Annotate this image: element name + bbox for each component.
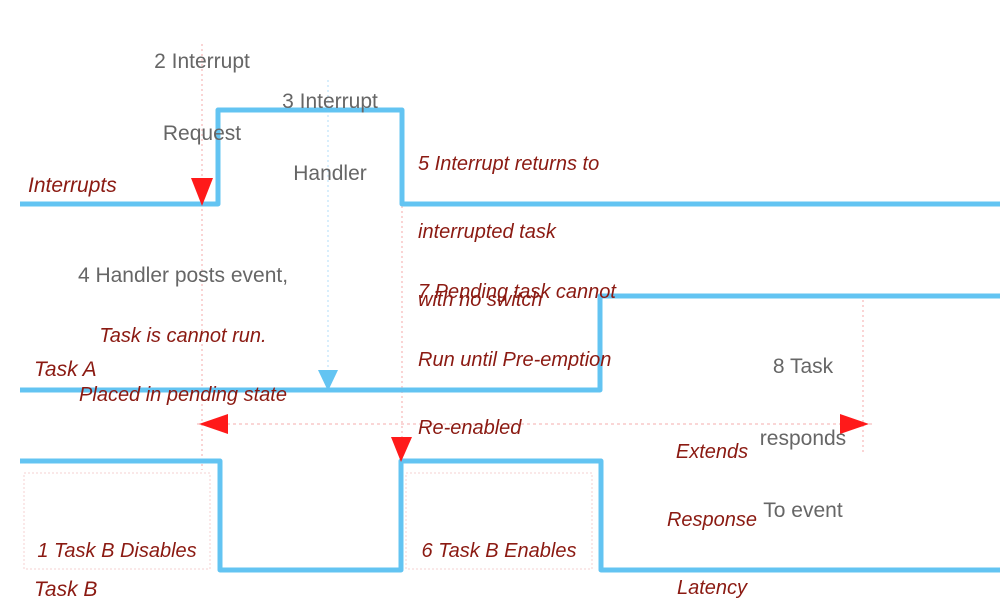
- task-b-waveform: [20, 458, 1000, 573]
- latency-left-arrow-icon: [199, 414, 228, 434]
- task-a-waveform: [20, 293, 1000, 393]
- guide-box-step1: [23, 472, 211, 570]
- latency-right-arrow-icon: [840, 414, 869, 434]
- event-posted-arrow-icon: [318, 370, 338, 391]
- pre-emption-enable-arrow-icon: [391, 437, 412, 462]
- interrupts-waveform: [20, 107, 1000, 207]
- interrupt-request-arrow-icon: [191, 178, 213, 206]
- guide-box-step6: [405, 472, 593, 570]
